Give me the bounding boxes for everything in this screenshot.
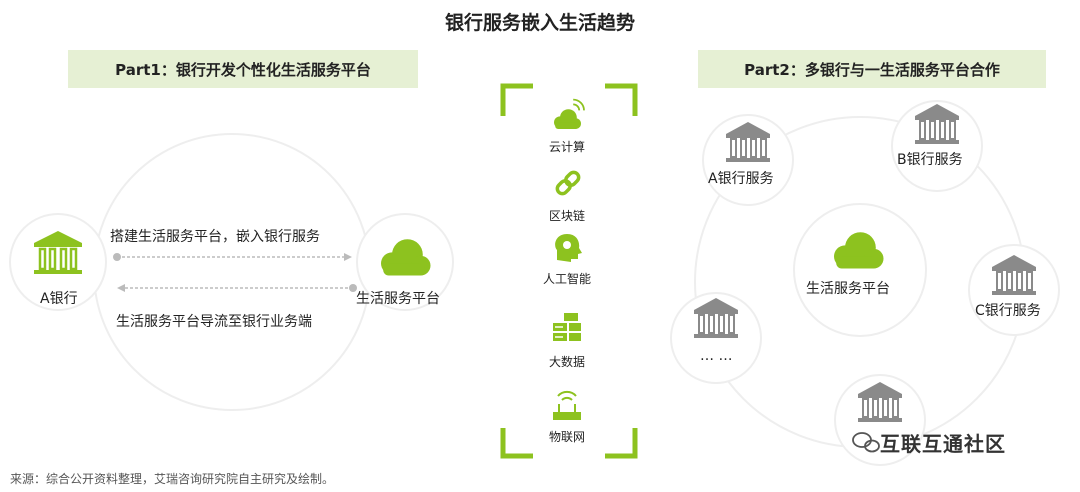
arrow-to-bank	[117, 284, 357, 292]
platform-label: 生活服务平台	[356, 291, 440, 307]
part2-header: Part2：多银行与一生活服务平台合作	[698, 50, 1046, 88]
center-platform-label: 生活服务平台	[806, 281, 890, 297]
chain-link-icon	[555, 170, 581, 196]
bank-node-label: C银行服务	[975, 303, 1041, 319]
server-stack-icon	[553, 313, 581, 341]
tech-label: 云计算	[548, 140, 585, 154]
tech-label: 大数据	[548, 355, 585, 369]
source-note: 来源：综合公开资料整理，艾瑞咨询研究院自主研究及绘制。	[10, 472, 335, 486]
part1-big-circle	[93, 133, 371, 411]
tech-label: 人工智能	[542, 272, 591, 286]
bank-node-label: … …	[700, 348, 733, 364]
bank-node-b	[891, 100, 983, 192]
part1-bank-circle	[9, 213, 107, 311]
bank-label: A银行	[40, 291, 78, 307]
page-title: 银行服务嵌入生活趋势	[444, 12, 635, 34]
arrow-bottom-text: 生活服务平台导流至银行业务端	[116, 314, 312, 330]
part2-center-circle	[793, 203, 927, 337]
bank-node-c	[968, 244, 1060, 336]
arrow-top-text: 搭建生活服务平台，嵌入银行服务	[110, 229, 320, 245]
wechat-icon	[852, 432, 880, 453]
brain-head-icon	[555, 234, 582, 262]
router-icon	[553, 390, 581, 420]
tech-frame	[500, 83, 638, 459]
arrow-to-platform	[113, 253, 352, 261]
tech-label: 区块链	[548, 209, 585, 223]
bank-node-label: B银行服务	[897, 152, 963, 168]
cloud-wifi-icon	[554, 98, 585, 129]
watermark: 互联互通社区	[880, 432, 1006, 456]
bank-icon	[34, 231, 82, 274]
bank-node-label: A银行服务	[708, 171, 774, 187]
part1-header: Part1：银行开发个性化生活服务平台	[68, 50, 418, 88]
tech-label: 物联网	[548, 430, 585, 444]
